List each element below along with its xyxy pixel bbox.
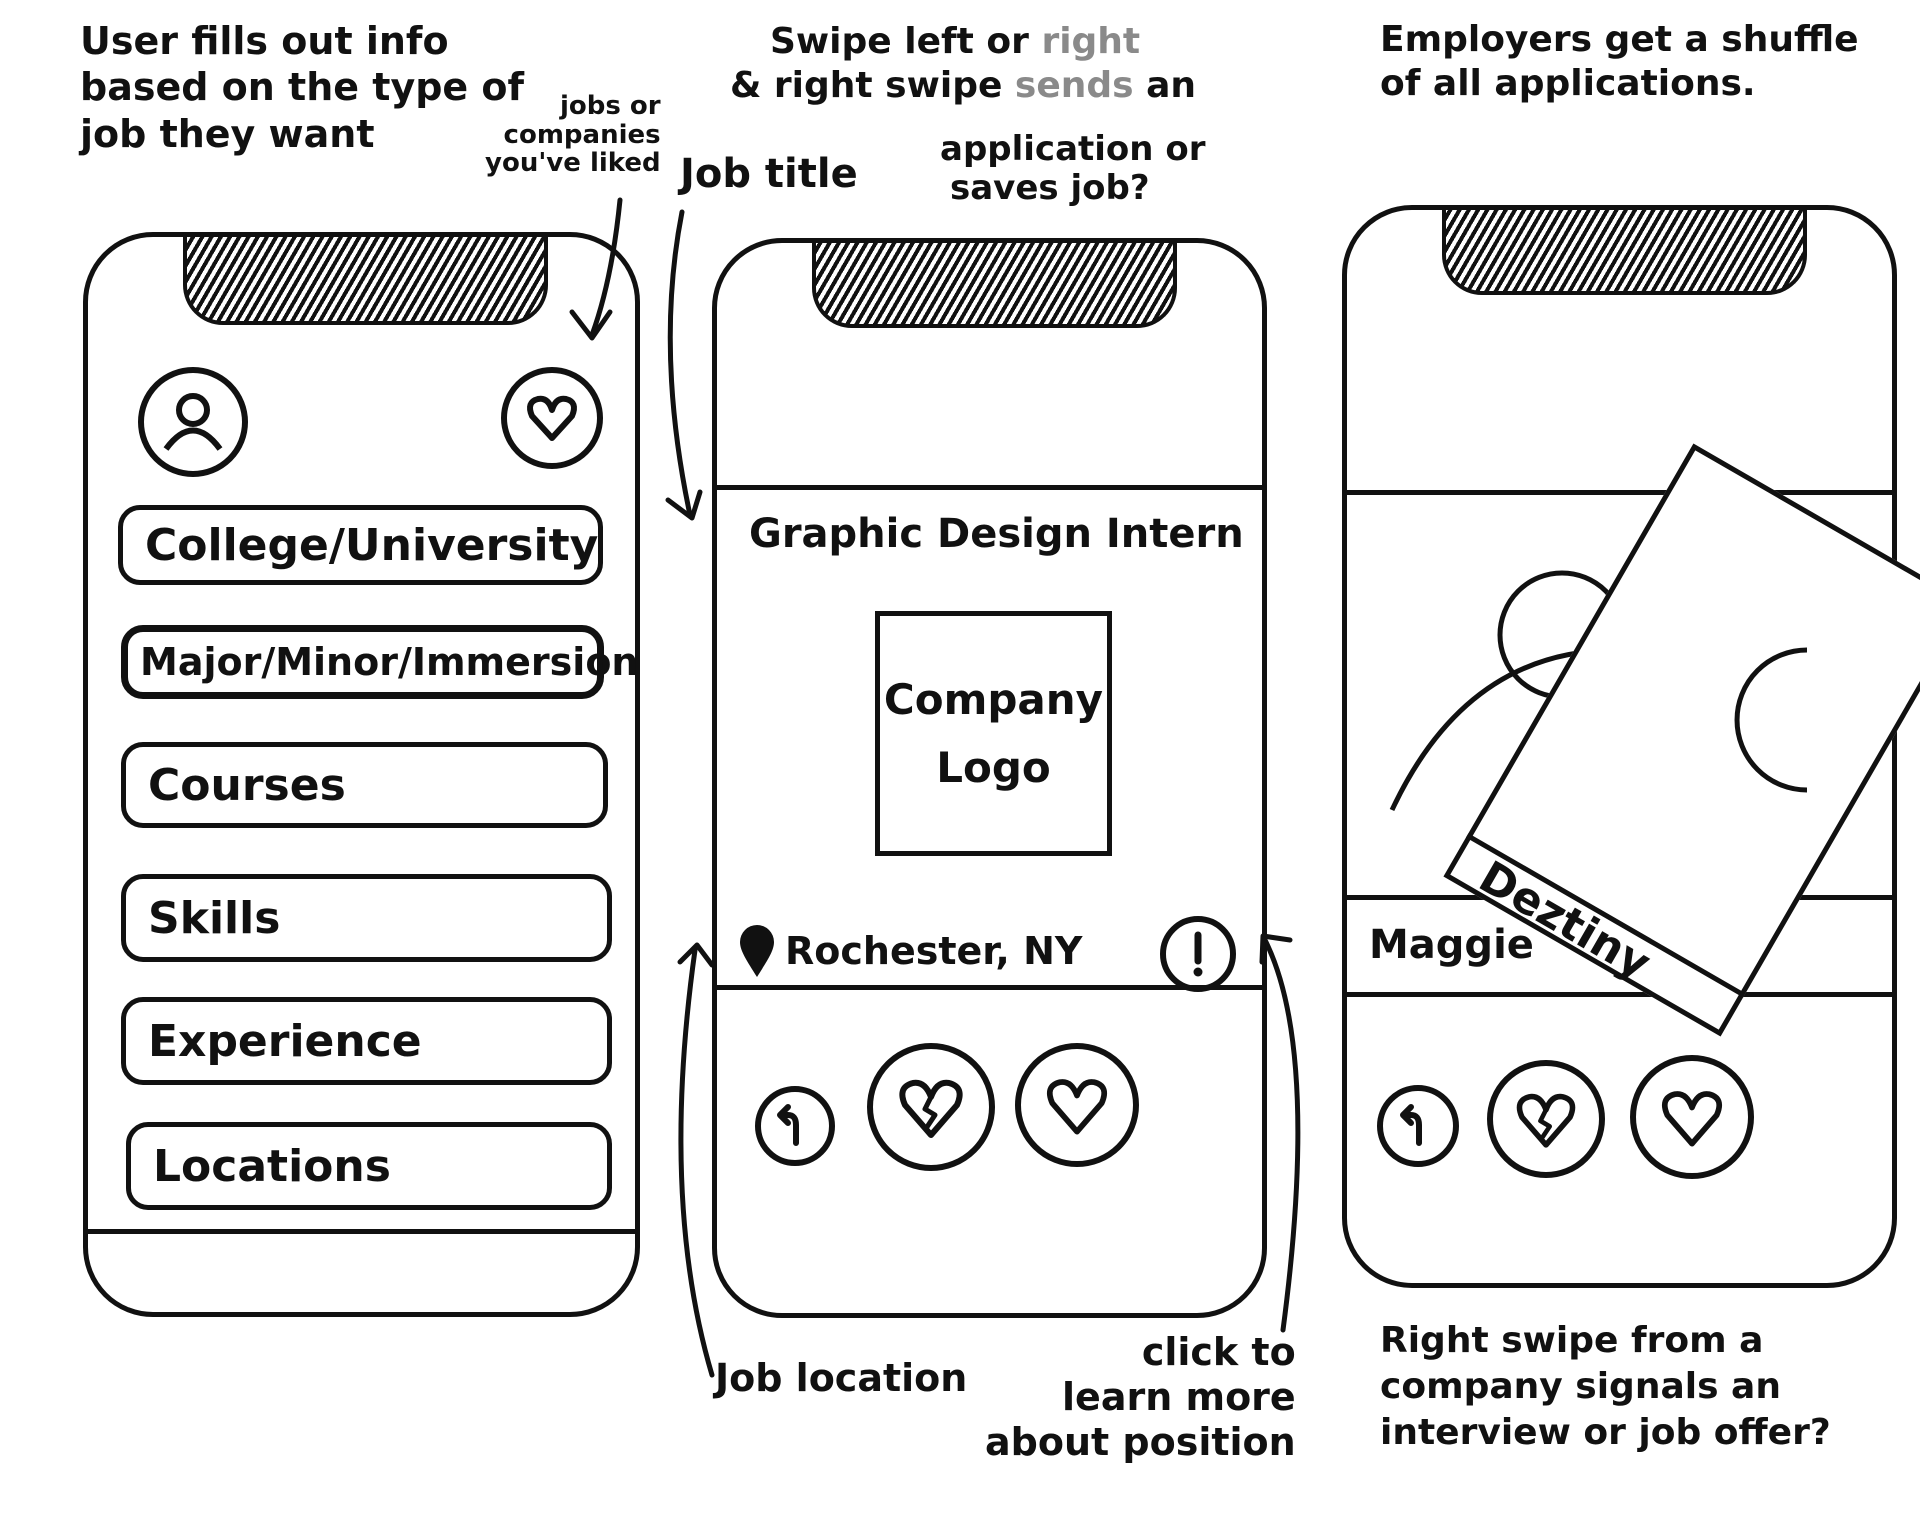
location-text: Rochester, NY (785, 929, 1083, 973)
note-line: User fills out info (80, 19, 449, 63)
location-pin-icon (740, 925, 774, 977)
job-title: Graphic Design Intern (749, 511, 1244, 557)
next-applicant-photo-circle (1734, 647, 1808, 793)
courses-field[interactable]: Courses (121, 742, 608, 828)
arrow-job-title (667, 209, 693, 518)
phone-profile-form: College/University Major/Minor/Immersion… (83, 232, 640, 1317)
dislike-button[interactable] (867, 1043, 995, 1171)
phone-notch (1442, 210, 1807, 295)
phone-job-swipe: Graphic Design Intern Company Logo Roche… (712, 238, 1267, 1318)
note-line: application or (940, 129, 1206, 169)
experience-field[interactable]: Experience (121, 997, 612, 1085)
note-user-fills-info: User fills out info based on the type of… (80, 18, 524, 157)
card-top-divider (1347, 490, 1892, 495)
like-button[interactable] (1015, 1043, 1139, 1167)
skills-field[interactable]: Skills (121, 874, 612, 962)
bottom-divider (88, 1229, 635, 1234)
note-line: saves job? (950, 168, 1150, 209)
job-location: Rochester, NY (737, 923, 1082, 979)
note-swipe-left-right: Swipe left or right & right swipe sends … (730, 20, 1196, 108)
note-text: & right swipe (730, 64, 1015, 106)
liked-jobs-button[interactable] (501, 367, 603, 469)
note-right-swipe-company: Right swipe from a company signals an in… (1380, 1318, 1831, 1456)
heart-icon (1046, 1079, 1108, 1135)
note-line: job they want (80, 111, 375, 156)
note-line: Job title (680, 151, 858, 197)
note-line: Employers get a shuffle (1380, 19, 1859, 60)
undo-button[interactable] (1377, 1085, 1459, 1167)
note-highlight: right (1041, 21, 1141, 62)
heart-icon (1661, 1091, 1723, 1147)
applicant-name: Maggie (1369, 922, 1534, 968)
note-line: learn more (1062, 1374, 1296, 1419)
arrow-job-location (678, 947, 715, 1378)
phone-notch (183, 237, 548, 325)
profile-icon (163, 393, 223, 451)
company-logo: Company Logo (875, 611, 1112, 856)
broken-heart-icon (1516, 1093, 1576, 1148)
note-line: jobs or (560, 91, 661, 121)
note-line: Job location (715, 1356, 968, 1400)
phone-employer-view: Maggie Deztiny (1342, 205, 1920, 1288)
note-job-location: Job location (715, 1355, 967, 1401)
card-bottom-divider (717, 985, 1262, 990)
note-job-title: Job title (680, 150, 858, 199)
phone-notch (812, 243, 1177, 328)
heart-icon (527, 395, 577, 441)
note-text: Swipe left or (770, 21, 1042, 62)
college-university-field[interactable]: College/University (118, 505, 603, 585)
note-jobs-liked: jobs or companies you've liked (460, 92, 661, 178)
info-icon (1193, 931, 1203, 977)
note-application-or-save: application or saves job? (940, 129, 1206, 209)
note-line: company signals an (1380, 1366, 1781, 1408)
note-line: you've liked (485, 148, 661, 179)
note-line: based on the type of (80, 65, 525, 110)
arrow-job-title-head (665, 489, 703, 521)
note-employers-shuffle: Employers get a shuffle of all applicati… (1380, 18, 1859, 106)
dislike-button[interactable] (1487, 1060, 1605, 1178)
profile-button[interactable] (138, 367, 248, 477)
info-button[interactable] (1160, 916, 1236, 992)
logo-text: Company (883, 675, 1104, 725)
card-bottom-divider (1347, 992, 1892, 997)
arrow-job-location-head (677, 942, 715, 968)
locations-field[interactable]: Locations (126, 1122, 612, 1210)
note-line: click to (1141, 1330, 1296, 1374)
broken-heart-icon (899, 1079, 963, 1138)
note-text: an (1133, 64, 1197, 106)
note-click-learn-more: click to learn more about position (985, 1330, 1296, 1464)
arrow-info (1262, 937, 1301, 1333)
undo-icon (1400, 1104, 1422, 1146)
undo-icon (777, 1104, 799, 1146)
note-line: Right swipe from a (1380, 1320, 1764, 1361)
note-line: companies (503, 119, 661, 150)
undo-button[interactable] (755, 1086, 835, 1166)
card-top-divider (717, 485, 1262, 490)
note-line: about position (985, 1419, 1296, 1464)
logo-text: Logo (936, 742, 1051, 792)
like-button[interactable] (1630, 1055, 1754, 1179)
note-line: interview or job offer? (1380, 1412, 1831, 1454)
note-line: of all applications. (1380, 62, 1756, 104)
note-highlight: sends (1014, 64, 1134, 106)
major-minor-immersion-field[interactable]: Major/Minor/Immersion (121, 625, 638, 699)
